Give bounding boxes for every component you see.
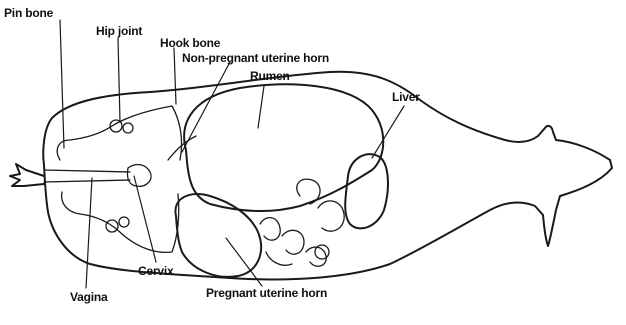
leader-pin-bone <box>60 20 64 148</box>
intestine-loop-1 <box>297 179 320 204</box>
leader-rumen <box>258 86 264 128</box>
liver-shape <box>345 154 388 228</box>
rumen-shape <box>184 84 383 211</box>
leader-liver <box>372 106 404 158</box>
leader-hook-bone <box>174 48 176 104</box>
label-vagina: Vagina <box>70 290 107 304</box>
leader-vagina <box>86 178 92 288</box>
label-pregnant-uterine-horn: Pregnant uterine horn <box>206 286 327 300</box>
label-pin-bone: Pin bone <box>4 6 53 20</box>
intestine-loop-4 <box>282 230 304 254</box>
label-hook-bone: Hook bone <box>160 36 220 50</box>
label-rumen: Rumen <box>250 69 290 83</box>
intestine-loop-3 <box>260 218 280 241</box>
leader-non-pregnant-horn <box>182 62 230 152</box>
cervix-shape <box>127 165 151 187</box>
hip-joint-ring-lower-2 <box>119 217 129 227</box>
pelvis-lower <box>62 192 179 252</box>
tail <box>10 164 44 186</box>
intestine-loop-6 <box>266 252 292 265</box>
leader-hip-joint <box>118 38 120 122</box>
vagina-tract <box>44 170 130 182</box>
label-non-pregnant-uterine-horn: Non-pregnant uterine horn <box>182 51 329 65</box>
label-cervix: Cervix <box>138 264 174 278</box>
intestine-loop-2 <box>318 201 344 231</box>
label-liver: Liver <box>392 90 420 104</box>
label-hip-joint: Hip joint <box>96 24 142 38</box>
hip-joint-ring-upper-2 <box>123 123 133 133</box>
intestine-coil <box>315 245 329 259</box>
